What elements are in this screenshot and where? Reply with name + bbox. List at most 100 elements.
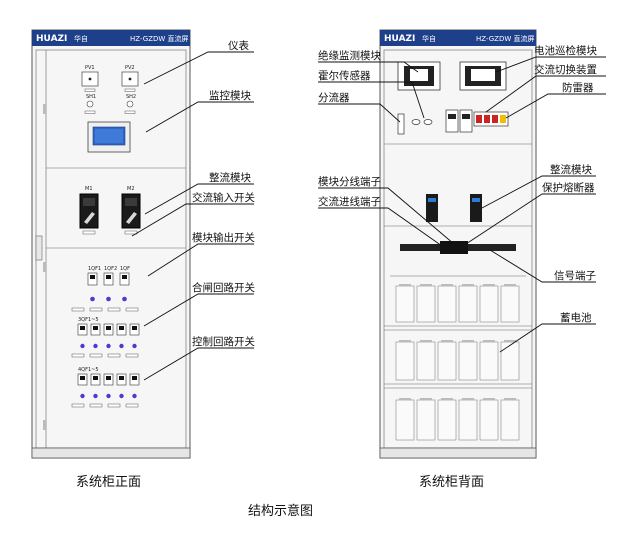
label-module-output: 模块输出开关 xyxy=(192,231,255,244)
back-cabinet: HUAZI 华自 HZ-GZDW 直流屏 xyxy=(379,29,537,459)
ac-switching-device xyxy=(445,109,509,133)
label-fuse: 保护熔断器 xyxy=(542,181,595,194)
label-control: 控制回路开关 xyxy=(192,335,255,348)
label-closing: 合闸回路开关 xyxy=(192,281,255,294)
battery-cell xyxy=(500,285,520,323)
back-callouts: 绝缘监测模块 霍尔传感器 分流器 电池巡检模块 交流切换装置 防雷器 模块分线端… xyxy=(318,44,606,353)
battery-terminal xyxy=(441,398,453,400)
battery-cell xyxy=(458,341,478,381)
front-brand: HUAZI xyxy=(36,34,67,44)
leader-signal-terminal xyxy=(489,249,596,283)
battery-cell xyxy=(416,285,436,323)
caption-front: 系统柜正面 xyxy=(76,475,141,490)
front-hinge-bottom xyxy=(43,420,46,430)
meter-pv1-label: PV1 xyxy=(85,65,95,71)
front-cabinet: HUAZI 华自 HZ-GZDW 直流屏 PV1 SH1 PV2 xyxy=(31,29,191,459)
label-meter: 仪表 xyxy=(228,39,249,52)
label-insulation: 绝缘监测模块 xyxy=(318,49,381,62)
leader-rectifier-front xyxy=(144,183,254,215)
battery-terminal xyxy=(483,340,495,342)
battery-cell xyxy=(458,285,478,323)
leader-closing xyxy=(143,293,254,327)
front-header-bar xyxy=(32,30,190,46)
ac-switch-2-label: 1QF2 xyxy=(104,266,117,272)
label-module-terminal: 模块分线端子 xyxy=(318,175,381,188)
battery-terminal xyxy=(504,340,516,342)
ac-input-switches: 1QF1 1QF2 1QF xyxy=(87,266,130,302)
front-door-handle[interactable] xyxy=(35,235,43,261)
label-rectifier-back: 整流模块 xyxy=(550,163,592,176)
front-callouts: 仪表 监控模块 整流模块 交流输入开关 模块输出开关 合闸回路开关 控制回路开关 xyxy=(131,39,255,381)
battery-cell xyxy=(500,399,520,441)
battery-cell xyxy=(458,399,478,441)
battery-terminal xyxy=(462,398,474,400)
label-rectifier-front: 整流模块 xyxy=(209,171,251,184)
battery-cell xyxy=(416,341,436,381)
label-shunt: 分流器 xyxy=(318,91,350,104)
leader-shunt xyxy=(318,103,401,123)
leader-ac-terminal xyxy=(318,207,443,247)
closing-circuit-switches: 3QF1~5 xyxy=(71,317,140,358)
label-battery: 蓄电池 xyxy=(560,311,592,324)
battery-cell xyxy=(437,341,457,381)
leader-fuse xyxy=(465,193,596,245)
front-cabinet-body xyxy=(31,29,191,459)
label-lightning: 防雷器 xyxy=(562,81,594,94)
back-model: HZ-GZDW 直流屏 xyxy=(476,34,534,43)
leader-battery xyxy=(499,323,596,353)
meter-sh1-label: SH1 xyxy=(86,94,96,100)
leader-monitor xyxy=(145,101,254,133)
ac-switch-3-label: 1QF xyxy=(120,266,130,272)
back-rectifiers xyxy=(426,194,482,222)
hall-sensors xyxy=(411,119,433,125)
batteries xyxy=(395,284,520,441)
meter-switch-2[interactable] xyxy=(126,100,134,108)
battery-cell xyxy=(437,399,457,441)
leader-battery-inspection xyxy=(495,56,606,73)
leader-rectifier-back xyxy=(481,175,596,209)
front-model: HZ-GZDW 直流屏 xyxy=(130,34,188,43)
battery-terminal xyxy=(420,340,432,342)
control-circuit-switches: 4QF1~5 xyxy=(71,367,140,408)
ac-switch-1-label: 1QF1 xyxy=(88,266,101,272)
battery-terminal xyxy=(399,284,411,286)
meter-pv2-label: PV2 xyxy=(125,65,135,71)
battery-inspection-module xyxy=(459,61,507,91)
shunt xyxy=(397,113,405,135)
back-header-bar xyxy=(380,30,536,46)
battery-terminal xyxy=(462,340,474,342)
battery-cell xyxy=(395,285,415,323)
control-breakers[interactable] xyxy=(77,373,140,386)
control-group-label: 4QF1~5 xyxy=(78,367,99,373)
back-base xyxy=(379,447,537,459)
diagram-title: 结构示意图 xyxy=(248,503,313,519)
back-brand: HUAZI xyxy=(384,34,415,44)
battery-terminal xyxy=(462,284,474,286)
leader-module-terminal xyxy=(318,187,455,245)
front-hinge-mid xyxy=(43,262,46,272)
meter-pv2: PV2 SH2 xyxy=(121,65,139,114)
front-rectifier-m1: M1 xyxy=(79,186,99,235)
leader-ac-input xyxy=(131,203,254,237)
leader-meter xyxy=(143,51,254,85)
caption-back: 系统柜背面 xyxy=(419,475,484,490)
closing-group-label: 3QF1~5 xyxy=(78,317,99,323)
module-output-switch-row xyxy=(71,307,139,312)
battery-terminal xyxy=(420,398,432,400)
terminal-rail xyxy=(400,241,516,254)
battery-terminal xyxy=(399,340,411,342)
label-signal-terminal: 信号端子 xyxy=(554,269,596,282)
leader-lightning xyxy=(505,93,606,119)
battery-cell xyxy=(395,399,415,441)
battery-cell xyxy=(395,341,415,381)
closing-breakers[interactable] xyxy=(77,323,140,336)
front-brand-cn: 华自 xyxy=(74,34,88,43)
battery-terminal xyxy=(483,284,495,286)
meter-switch-1[interactable] xyxy=(86,100,94,108)
battery-terminal xyxy=(441,284,453,286)
battery-cell xyxy=(479,341,499,381)
label-hall: 霍尔传感器 xyxy=(318,69,371,82)
battery-terminal xyxy=(504,398,516,400)
battery-cell xyxy=(479,285,499,323)
battery-terminal xyxy=(504,284,516,286)
